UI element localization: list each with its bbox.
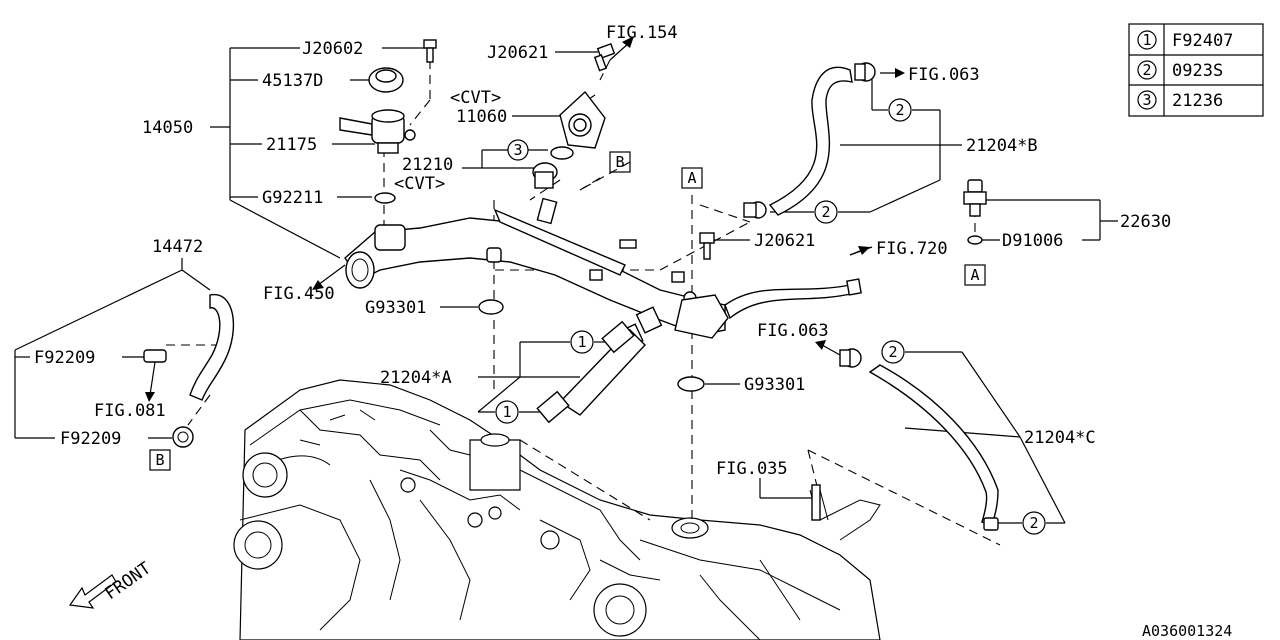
label-g93301-right: G93301 [744,375,805,395]
callout-1-a: 1 [577,333,586,351]
ref-a-top: A [687,169,696,187]
label-21175: 21175 [266,135,317,155]
housing-11060 [559,90,606,149]
label-front: FRONT [101,558,154,604]
bolt-j20621-top [593,43,616,72]
label-cvt-mid: <CVT> [394,174,445,194]
engine-block-drawing [233,379,881,640]
hose-21204b [768,66,853,216]
label-g92211: G92211 [262,188,323,208]
label-fig450: FIG.450 [263,284,335,304]
label-f92209-upper: F92209 [34,348,95,368]
label-14050: 14050 [142,118,193,138]
legend-table: 1 2 3 F92407 0923S 21236 [1128,23,1264,117]
oring-g93301-left [478,299,504,315]
label-22630: 22630 [1120,212,1171,232]
legend-num-2: 2 [1142,61,1151,79]
label-21204c: 21204*C [1024,428,1096,448]
hose-21204c [868,364,999,526]
gasket-21236 [550,146,574,160]
callout-3: 3 [513,141,522,159]
clamp-f92209-upper [143,349,167,363]
diagram-id: A036001324 [1142,622,1232,640]
label-11060: 11060 [456,107,507,127]
label-j20621-top: J20621 [487,43,548,63]
oring-g92211 [374,192,396,204]
label-cvt-top: <CVT> [450,88,501,108]
label-j20602: J20602 [302,39,363,59]
label-fig154: FIG.154 [606,23,678,43]
pipe-plug [486,247,502,263]
filler-neck-21175 [339,109,416,154]
bolt-j20621-mid [699,232,715,260]
clamp-0923s-top [854,62,876,82]
label-21204b: 21204*B [966,136,1038,156]
sensor-22630 [963,179,987,217]
hose-21204a [536,320,646,424]
dipstick-tube [811,484,821,521]
oring-g93301-right [677,376,705,392]
water-pipe-14050 [344,197,862,351]
label-45137d: 45137D [262,71,323,91]
label-14472: 14472 [152,237,203,257]
callout-1-b: 1 [502,403,511,421]
label-21210: 21210 [402,155,453,175]
label-d91006: D91006 [1002,231,1063,251]
ref-a-right: A [970,266,979,284]
reference-boxes: B A A B [149,151,986,471]
label-fig063-top: FIG.063 [908,65,980,85]
callout-2-a: 2 [895,101,904,119]
parts [143,39,999,531]
legend-code-2: 0923S [1172,61,1223,81]
label-21204a: 21204*A [380,368,452,388]
clamp-f92209-lower [172,426,194,448]
callout-2-d: 2 [1029,514,1038,532]
legend-code-3: 21236 [1172,91,1223,111]
bolt-j20602 [423,39,437,63]
label-fig063-mid: FIG.063 [757,321,829,341]
callout-2-c: 2 [888,343,897,361]
washer-d91006 [967,235,983,245]
legend-num-1: 1 [1142,31,1151,49]
label-fig035: FIG.035 [716,459,788,479]
legend-code-1: F92407 [1172,31,1233,51]
clamp-0923s-bottom [983,517,999,531]
label-j20621-mid: J20621 [754,231,815,251]
arrows [68,36,905,609]
clamp-0923s-fig063 [839,348,862,368]
label-fig720: FIG.720 [876,239,948,259]
label-fig081: FIG.081 [94,401,166,421]
clamp-0923s-mid [743,201,767,219]
callout-circles: 3 2 2 1 1 2 2 [495,98,1046,535]
hose-14472 [189,294,235,401]
legend-num-3: 3 [1142,91,1151,109]
thermostat-21210 [532,162,558,189]
ref-b-left: B [155,451,164,469]
cap-45137d [368,67,404,93]
callout-2-b: 2 [821,203,830,221]
label-f92209-lower: F92209 [60,429,121,449]
ref-b-top: B [615,153,624,171]
label-g93301-left: G93301 [365,298,426,318]
